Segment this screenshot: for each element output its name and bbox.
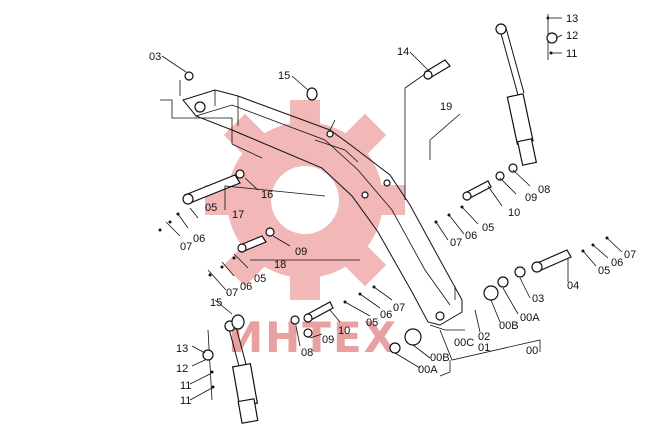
- label-12-bottom-left: 12: [176, 363, 188, 375]
- label-03-top: 03: [149, 51, 161, 63]
- part-labels: 03 15 14 19 13 12 11 16 17 05 06 07 09 1…: [149, 13, 636, 407]
- label-05-right: 05: [482, 222, 494, 234]
- label-05-far-right: 05: [598, 265, 610, 277]
- pin-17: [182, 174, 241, 205]
- label-07-right: 07: [450, 237, 462, 249]
- bushing-00b-right: [483, 285, 499, 301]
- label-15-top: 15: [278, 70, 290, 82]
- label-18: 18: [274, 259, 286, 271]
- label-06-bottom: 06: [380, 309, 392, 321]
- label-03-right: 03: [532, 293, 544, 305]
- label-07-far-right: 07: [624, 249, 636, 261]
- arm-cylinder-upper: [495, 23, 538, 166]
- label-07-bottom: 07: [393, 302, 405, 314]
- label-04: 04: [567, 280, 579, 292]
- boom-body: [182, 89, 463, 326]
- label-09-right: 09: [525, 192, 537, 204]
- label-06-mid: 06: [240, 281, 252, 293]
- boom-cylinder-lower: [224, 320, 259, 424]
- label-00b-right: 00B: [499, 320, 519, 332]
- label-13-bottom-left: 13: [176, 343, 188, 355]
- washer-15-bottom: [231, 314, 245, 330]
- label-02: 02: [478, 331, 490, 343]
- label-06-far-right: 06: [611, 257, 623, 269]
- pin-10-right: [462, 180, 492, 201]
- label-00b-bottom: 00B: [430, 352, 450, 364]
- label-08-bottom: 08: [301, 347, 313, 359]
- label-15-bottom: 15: [210, 297, 222, 309]
- label-08-right: 08: [538, 184, 550, 196]
- label-11-bottom-left-1: 11: [180, 380, 191, 392]
- label-05-mid: 05: [254, 273, 266, 285]
- label-14: 14: [397, 46, 409, 58]
- label-00a-bottom: 00A: [418, 364, 438, 376]
- label-09-bottom: 09: [322, 334, 334, 346]
- label-00a-right: 00A: [520, 312, 540, 324]
- pin-04: [531, 249, 572, 273]
- label-13-top-right: 13: [566, 13, 578, 25]
- pin-18: [237, 235, 267, 253]
- washer-03: [184, 71, 194, 81]
- pin-14: [423, 59, 451, 80]
- label-05-bottom: 05: [366, 317, 378, 329]
- label-11-bottom-left-2: 11: [180, 395, 191, 407]
- leader-lines: [160, 17, 623, 401]
- label-11-top-right: 11: [566, 48, 577, 60]
- label-09-mid: 09: [295, 246, 307, 258]
- washer-15-top: [306, 87, 318, 101]
- watermark-gear-icon: [205, 100, 405, 300]
- label-00: 00: [526, 345, 538, 357]
- label-19: 19: [440, 101, 452, 113]
- label-07-left: 07: [180, 241, 192, 253]
- label-16: 16: [261, 189, 273, 201]
- label-01: 01: [478, 342, 490, 354]
- label-05-left: 05: [205, 202, 217, 214]
- label-17: 17: [232, 209, 244, 221]
- label-10-bottom: 10: [338, 325, 350, 337]
- label-12-top-right: 12: [566, 30, 578, 42]
- pin-10-bottom: [303, 301, 334, 323]
- label-06-right: 06: [465, 230, 477, 242]
- label-10-right: 10: [508, 207, 520, 219]
- label-07-mid: 07: [226, 287, 238, 299]
- label-06-left: 06: [193, 233, 205, 245]
- label-00c: 00C: [454, 337, 474, 349]
- bushing-00b-bottom: [404, 328, 422, 346]
